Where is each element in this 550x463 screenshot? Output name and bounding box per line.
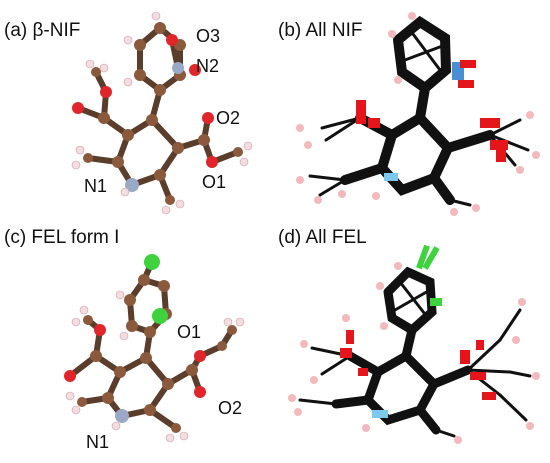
panel-b: (b) All NIF [278, 12, 540, 216]
atoms-a [71, 11, 253, 215]
panel-b-label: (b) All NIF [278, 20, 362, 41]
atom-label-o3: O3 [196, 26, 220, 46]
atom-label-o2-c: O2 [218, 398, 242, 418]
overlay-d-atoms [288, 244, 540, 444]
atom-label-o2: O2 [216, 108, 240, 128]
overlay-b-atoms [296, 12, 540, 216]
panel-a-label: (a) β-NIF [4, 20, 80, 41]
atom-label-n1-c: N1 [86, 432, 109, 452]
atom-label-n1: N1 [84, 176, 107, 196]
molecule-c [67, 259, 235, 431]
panel-c-label: (c) FEL form I [4, 227, 119, 248]
panel-d: (d) All FEL [278, 227, 540, 444]
atom-label-n2: N2 [196, 56, 219, 76]
overlay-b [308, 15, 530, 207]
panel-a: (a) β-NIF [4, 11, 253, 215]
overlay-d [298, 266, 532, 438]
atom-label-o1-c: O1 [177, 322, 201, 342]
panel-d-label: (d) All FEL [278, 227, 367, 248]
atoms-c [64, 254, 245, 443]
atom-label-o1: O1 [202, 172, 226, 192]
panel-c: (c) FEL form I [4, 227, 245, 452]
